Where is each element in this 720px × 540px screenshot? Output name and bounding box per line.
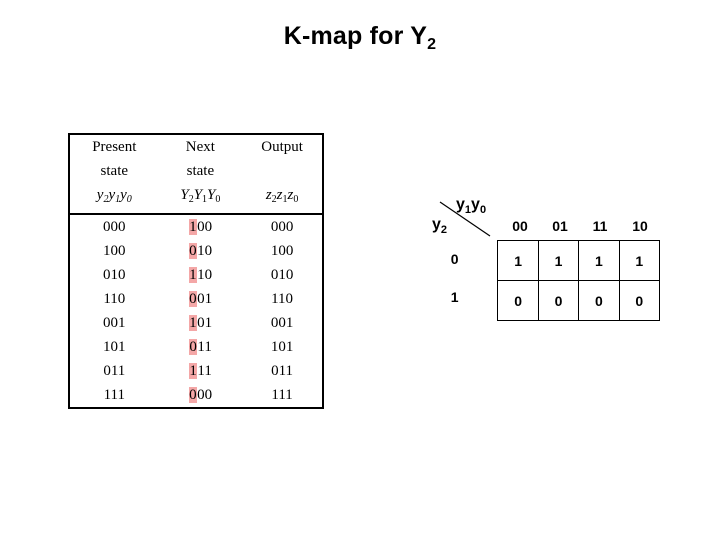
table-row: 111 000 111 <box>69 383 323 408</box>
cell-next-state-rest: 01 <box>197 291 213 307</box>
cell-output: 100 <box>270 243 294 259</box>
header-present-vars: y2y1y0 <box>96 187 132 205</box>
cell-next-state-highlight: 1 <box>188 267 198 283</box>
header-output-line1: Output <box>261 139 303 155</box>
cell-present-state: 100 <box>103 243 126 259</box>
kmap-row-headers: 0 1 <box>432 240 497 321</box>
kmap-row-axis-label: y2 <box>432 216 448 236</box>
cell-next-state-rest: 01 <box>197 315 213 331</box>
cell-next-state-rest: 11 <box>197 363 212 379</box>
cell-next-state: 110 <box>159 263 243 287</box>
cell-output: 000 <box>270 219 294 235</box>
cell-next-state: 011 <box>159 335 243 359</box>
kmap-cell-r1c0: 0 <box>497 280 539 321</box>
cell-next-state: 111 <box>159 359 243 383</box>
header-output-vars: z2z1z0 <box>265 187 299 205</box>
cell-next-state: 101 <box>159 311 243 335</box>
kmap-column-headers: 00 01 11 10 <box>500 218 660 234</box>
cell-next-state-highlight: 1 <box>188 219 198 235</box>
kmap-body: 0 1 1 1 1 1 0 0 0 0 <box>432 240 661 321</box>
table-row: 101 011 101 <box>69 335 323 359</box>
cell-next-state-rest: 00 <box>197 219 213 235</box>
cell-present-state: 111 <box>103 387 125 403</box>
cell-present-state: 110 <box>103 291 126 307</box>
table-row: 000 100 000 <box>69 214 323 239</box>
cell-output: 110 <box>271 291 294 307</box>
cell-output: 111 <box>271 387 293 403</box>
header-present-state-line1: Present <box>92 139 137 155</box>
table-header-separator <box>69 209 323 215</box>
header-present-state-line2: state <box>100 163 129 179</box>
cell-next-state: 001 <box>159 287 243 311</box>
cell-present-state: 001 <box>103 315 126 331</box>
kmap-cell-r0c3: 1 <box>618 240 661 281</box>
cell-next-state-rest: 10 <box>197 267 213 283</box>
cell-next-state-highlight: 0 <box>188 291 198 307</box>
kmap-row-header-0: 0 <box>450 251 459 267</box>
table-row: 001 101 001 <box>69 311 323 335</box>
table-header-row-2: state state <box>69 159 323 183</box>
header-next-vars: Y2Y1Y0 <box>180 187 221 205</box>
kmap-cell-r0c2: 1 <box>578 240 620 281</box>
kmap-grid: 1 1 1 1 0 0 0 0 <box>497 240 661 321</box>
cell-present-state: 101 <box>103 339 126 355</box>
cell-next-state-highlight: 0 <box>188 243 198 259</box>
cell-next-state-highlight: 1 <box>188 315 198 331</box>
page-title-subscript: 2 <box>427 36 437 53</box>
kmap-col-header-01: 01 <box>552 218 568 234</box>
page-title: K-map for Y2 <box>0 22 720 53</box>
page-title-text: K-map for Y <box>283 22 428 50</box>
cell-output: 011 <box>271 363 294 379</box>
cell-next-state-highlight: 0 <box>188 339 198 355</box>
cell-next-state-rest: 10 <box>197 243 213 259</box>
table-row: 100 010 100 <box>69 239 323 263</box>
cell-next-state: 000 <box>159 383 243 408</box>
cell-output: 101 <box>270 339 294 355</box>
header-next-state-line1: Next <box>185 139 215 155</box>
kmap-axis-header: y1y0 y2 00 01 11 10 <box>432 196 660 240</box>
cell-output: 001 <box>270 315 294 331</box>
state-transition-table: Present Next Output state state y2y1y0 Y… <box>68 133 324 409</box>
kmap-row-header-1: 1 <box>450 289 459 305</box>
kmap-column-axis-label: y1y0 <box>456 196 487 216</box>
table-row: 011 111 011 <box>69 359 323 383</box>
kmap-cell-r0c0: 1 <box>497 240 539 281</box>
kmap-grid-row: 0 0 0 0 <box>497 280 661 321</box>
kmap-cell-r0c1: 1 <box>537 240 580 281</box>
cell-next-state: 100 <box>159 214 243 239</box>
kmap-col-header-00: 00 <box>512 218 528 234</box>
kmap-cell-r1c1: 0 <box>537 280 580 321</box>
cell-present-state: 011 <box>103 363 126 379</box>
table-header-row-1: Present Next Output <box>69 134 323 159</box>
header-output-line2 <box>242 159 323 183</box>
cell-next-state-highlight: 0 <box>188 387 198 403</box>
karnaugh-map: y1y0 y2 00 01 11 10 0 1 1 1 1 1 0 0 0 0 <box>432 196 661 321</box>
kmap-col-header-10: 10 <box>632 218 648 234</box>
kmap-grid-row: 1 1 1 1 <box>497 240 661 281</box>
cell-next-state-rest: 00 <box>197 387 213 403</box>
kmap-cell-r1c2: 0 <box>578 280 620 321</box>
cell-next-state-highlight: 1 <box>188 363 198 379</box>
cell-present-state: 010 <box>103 267 126 283</box>
table-row: 010 110 010 <box>69 263 323 287</box>
kmap-cell-r1c3: 0 <box>618 280 661 321</box>
table-header-row-vars: y2y1y0 Y2Y1Y0 z2z1z0 <box>69 183 323 209</box>
axis-divider-line <box>439 201 491 237</box>
cell-output: 010 <box>270 267 294 283</box>
kmap-col-header-11: 11 <box>592 218 608 234</box>
header-next-state-line2: state <box>186 163 215 179</box>
cell-present-state: 000 <box>103 219 126 235</box>
table-row: 110 001 110 <box>69 287 323 311</box>
cell-next-state-rest: 11 <box>197 339 212 355</box>
cell-next-state: 010 <box>159 239 243 263</box>
